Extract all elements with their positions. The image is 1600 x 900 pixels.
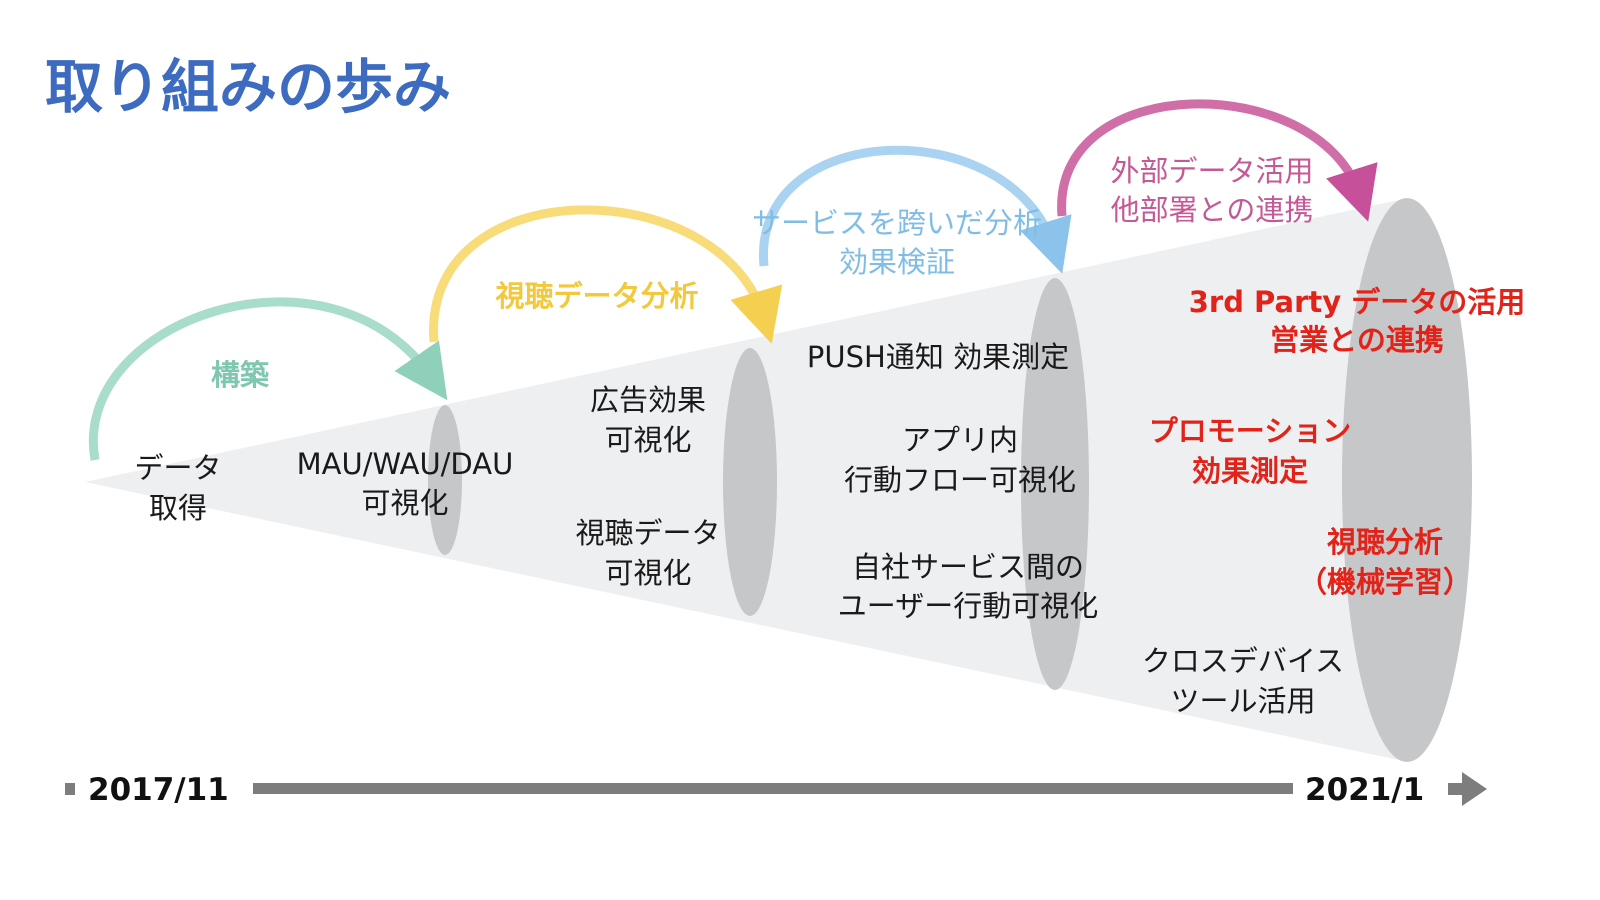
timeline-bar	[253, 783, 1293, 794]
stage-item: ユーザー行動可視化	[838, 589, 1098, 623]
phase-arrow-2	[429, 205, 783, 344]
stage-item: データ	[134, 451, 221, 485]
timeline-end-label: 2021/1	[1305, 772, 1424, 808]
phase-label-3-line2: 効果検証	[839, 245, 955, 279]
stage-item: 自社サービス間の	[852, 550, 1084, 584]
stage-item: 視聴データ	[575, 516, 720, 550]
stage-item: 可視化	[604, 556, 691, 590]
timeline-start-label: 2017/11	[88, 772, 229, 808]
stage-item-highlight: 営業との連携	[1270, 323, 1444, 357]
phase-label-4-line1: 外部データ活用	[1110, 154, 1313, 188]
stage-item: ツール活用	[1170, 684, 1315, 718]
stage-item-highlight: （機械学習）	[1298, 565, 1472, 599]
stage-item: 取得	[149, 491, 207, 525]
page-title: 取り組みの歩み	[45, 53, 451, 121]
stage-ring-1	[428, 405, 462, 555]
stage-item: クロスデバイス	[1142, 644, 1344, 678]
phase-arrow-3	[759, 145, 1072, 274]
phase-label-2: 視聴データ分析	[495, 279, 698, 313]
stage-item: PUSH通知 効果測定	[807, 340, 1069, 374]
stage-item: 広告効果	[590, 383, 706, 417]
stage-item-highlight: 効果測定	[1192, 454, 1308, 488]
stage-item: 行動フロー可視化	[844, 463, 1076, 497]
stage-item-highlight: 視聴分析	[1327, 525, 1443, 559]
phase-arrow-1	[88, 297, 448, 461]
phase-label-4-line2: 他部署との連携	[1111, 193, 1314, 227]
stage-ring-3	[1021, 278, 1089, 690]
stage-ring-2	[723, 348, 777, 616]
phase-label-3-line1: サービスを跨いだ分析	[752, 206, 1042, 240]
stage-ring-4	[1342, 198, 1472, 762]
timeline-start-marker	[65, 783, 75, 795]
stage-item: 可視化	[604, 423, 691, 457]
stage-item: MAU/WAU/DAU	[297, 447, 514, 481]
stage-item: 可視化	[361, 486, 448, 520]
timeline-arrow-icon	[1448, 772, 1487, 806]
stage-item: アプリ内	[902, 423, 1018, 457]
stage-item-highlight: 3rd Party データの活用	[1189, 285, 1526, 319]
stage-item-highlight: プロモーション	[1149, 414, 1351, 448]
phase-label-1: 構築	[211, 358, 270, 392]
phase-arrow-4	[1057, 99, 1378, 222]
